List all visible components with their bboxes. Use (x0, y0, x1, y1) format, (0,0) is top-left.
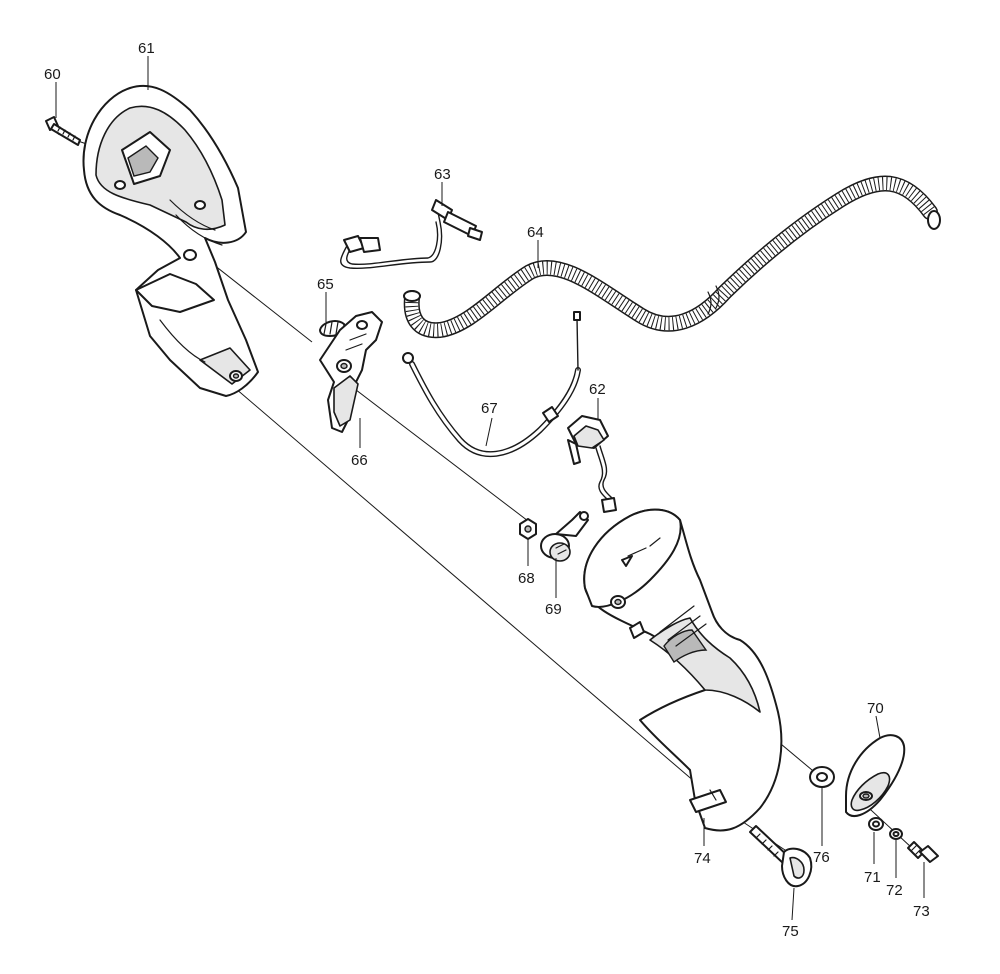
part-69-knob (540, 511, 589, 562)
callout-63: 63 (434, 166, 451, 183)
callout-69: 69 (545, 601, 562, 618)
callout-66: 66 (351, 452, 368, 469)
part-72-washer (889, 828, 903, 840)
part-70-cover-plate (845, 734, 906, 817)
part-75-knob-bolt (749, 825, 813, 888)
part-61-handle-housing (82, 84, 259, 397)
callout-65: 65 (317, 276, 334, 293)
part-62-switch (567, 415, 617, 513)
callout-61: 61 (138, 40, 155, 57)
part-67-throttle-cable (402, 311, 581, 458)
part-73-bolt (907, 841, 939, 863)
part-60-screw (45, 116, 81, 146)
callout-76: 76 (813, 849, 830, 866)
part-68-nut (519, 518, 537, 540)
part-71-washer (868, 817, 884, 831)
callout-72: 72 (886, 882, 903, 899)
callout-67: 67 (481, 400, 498, 417)
callout-71: 71 (864, 869, 881, 886)
part-handle-housing-right (583, 508, 783, 832)
callout-numbers: 60 61 62 63 64 65 66 67 68 69 70 71 72 7… (44, 40, 930, 940)
callout-75: 75 (782, 923, 799, 940)
callout-68: 68 (518, 570, 535, 587)
callout-64: 64 (527, 224, 544, 241)
callout-74: 74 (694, 850, 711, 867)
callout-62: 62 (589, 381, 606, 398)
callout-70: 70 (867, 700, 884, 717)
callout-60: 60 (44, 66, 61, 83)
part-64-corrugated-hose (403, 175, 941, 339)
part-66-throttle-trigger (319, 311, 383, 433)
part-63-wire-harness (340, 199, 483, 270)
callout-leaders (55, 56, 925, 921)
part-76-washer (809, 766, 835, 788)
callout-73: 73 (913, 903, 930, 920)
